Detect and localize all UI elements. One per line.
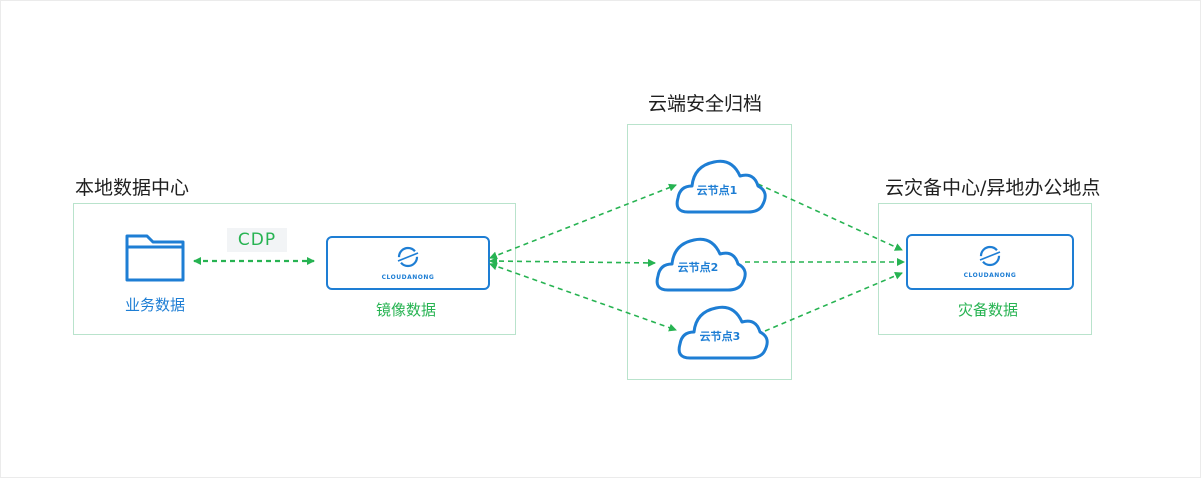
sync-logo-icon [397, 246, 419, 268]
node1-to-dr-connector [757, 183, 903, 251]
mirror-data-label: 镜像数据 [375, 301, 436, 319]
node3-to-dr-connector [764, 272, 903, 332]
cloud-archive-title: 云端安全归档 [648, 93, 763, 115]
cloud-node-1-label: 云节点1 [697, 183, 738, 197]
cloud-node-3 [677, 305, 769, 360]
dr-data-label: 灾备数据 [957, 301, 1018, 319]
cloud-node-2 [655, 237, 747, 292]
brand-text: CLOUDANONG [963, 272, 1017, 279]
local-center-title: 本地数据中心 [75, 177, 190, 199]
mirror-to-node3-connector [489, 262, 677, 332]
cdp-label: CDP [227, 228, 287, 252]
business-data-label: 业务数据 [124, 296, 185, 314]
cloud-node-2-label: 云节点2 [678, 260, 719, 274]
dr-center-title: 云灾备中心/异地办公地点 [885, 177, 1101, 199]
cloud-node-3-label: 云节点3 [700, 329, 741, 343]
brand-text: CLOUDANONG [381, 274, 435, 281]
dr-center-box [878, 203, 1092, 335]
mirror-to-node1-connector [489, 183, 677, 260]
mirror-storage-box: CLOUDANONG [326, 236, 490, 290]
folder-icon [125, 234, 185, 282]
sync-logo-icon [979, 245, 1001, 267]
mirror-to-node2-connector [489, 257, 656, 267]
cloud-node-1 [675, 159, 767, 214]
dr-storage-box: CLOUDANONG [906, 234, 1074, 290]
